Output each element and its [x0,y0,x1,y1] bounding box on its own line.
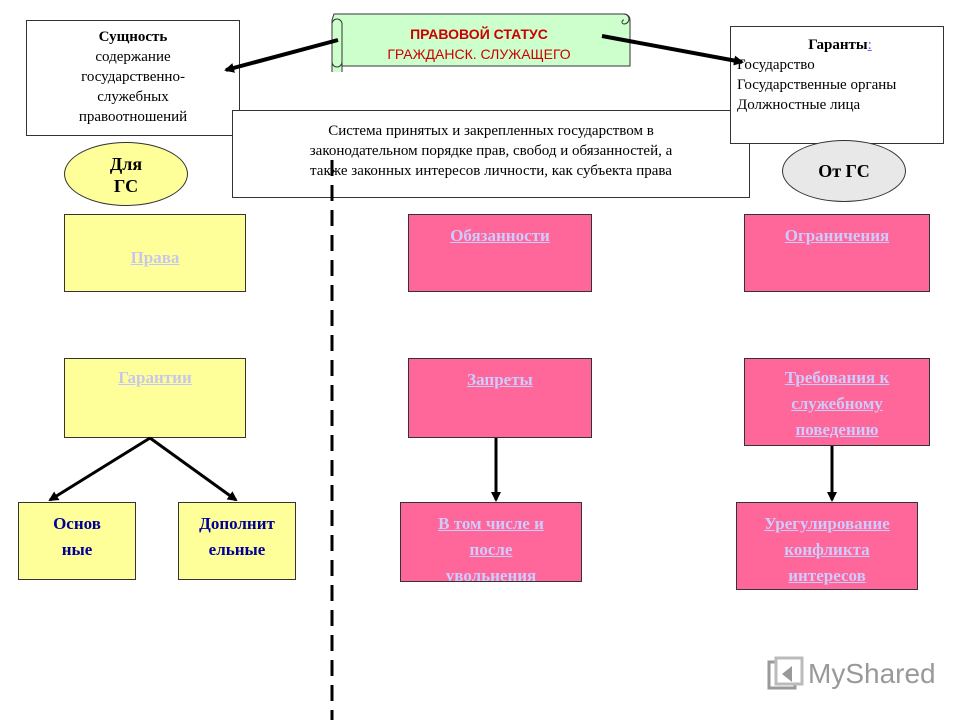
after-dismissal-line[interactable]: после [469,540,513,559]
essence-title: Сущность [98,29,168,45]
essence-line: содержание [95,49,171,65]
arrow-to-guarantors [601,34,744,66]
guarantor-item: Государство [737,57,815,73]
requirements-line[interactable]: Требования к [784,368,890,387]
logo-icon [767,656,804,690]
myshared-logo: MyShared [766,656,936,692]
oval-for-gs: Для ГС [64,142,188,206]
conflict-line[interactable]: Урегулирование [764,514,890,533]
after-dismissal-line[interactable]: В том числе и [438,514,544,533]
arrow-to-basic [48,436,151,502]
prohibitions-box[interactable]: Запреты [408,358,592,438]
prohibitions-link[interactable]: Запреты [467,370,533,389]
definition-line: Система принятых и закрепленных государс… [328,123,654,139]
duties-box[interactable]: Обязанности [408,214,592,292]
oval-for-gs-line-2: ГС [113,176,139,196]
conflict-line[interactable]: интересов [788,566,866,585]
logo-text: MyShared [808,658,936,689]
restrictions-box[interactable]: Ограничения [744,214,930,292]
additional-line-1: Дополнит [199,514,275,533]
oval-from-gs-label: От ГС [818,161,870,181]
additional-line-2: ельные [208,540,266,559]
requirements-line[interactable]: служебному [791,394,883,413]
additional-box: Дополнит ельные [178,502,296,580]
after-dismissal-line[interactable]: увольнения [445,566,537,582]
duties-link[interactable]: Обязанности [450,226,550,245]
conflict-line[interactable]: конфликта [784,540,870,559]
oval-for-gs-line-1: Для [109,154,143,174]
basic-line-2: ные [61,540,93,559]
basic-box: Основ ные [18,502,136,580]
guarantor-item: Должностные лица [737,97,861,113]
guarantors-title: Гаранты [808,37,868,53]
title-scroll: ПРАВОВОЙ СТАТУС ГРАЖДАНСК. СЛУЖАЩЕГО [326,10,632,78]
conflict-box[interactable]: Урегулирование конфликта интересов [736,502,918,590]
guarantees-link[interactable]: Гарантии [118,368,192,387]
essence-line: служебных [97,89,169,105]
title-line-2: ГРАЖДАНСК. СЛУЖАЩЕГО [387,46,571,62]
essence-line: государственно- [81,69,185,85]
basic-line-1: Основ [53,514,101,533]
oval-from-gs: От ГС [782,140,906,202]
definition-line: также законных интересов личности, как с… [310,163,672,179]
essence-line: правоотношений [78,109,188,125]
definition-line: законодательном порядке прав, свобод и о… [309,143,673,159]
essence-box: Сущность содержание государственно- служ… [26,20,240,136]
scroll-shape [331,13,631,78]
arrow-to-essence [224,38,339,73]
restrictions-link[interactable]: Ограничения [784,226,890,245]
requirements-box[interactable]: Требования к служебному поведению [744,358,930,446]
requirements-line[interactable]: поведению [795,420,879,439]
rights-box[interactable]: Права [64,214,246,292]
guarantor-item: Государственные органы [737,77,897,93]
definition-box: Система принятых и закрепленных государс… [232,110,750,198]
title-line-1: ПРАВОВОЙ СТАТУС [410,26,548,42]
guarantees-box[interactable]: Гарантии [64,358,246,438]
rights-link[interactable]: Права [130,248,180,267]
after-dismissal-box[interactable]: В том числе и после увольнения [400,502,582,582]
guarantors-title-link[interactable]: : [867,37,872,53]
arrow-to-additional [149,436,238,502]
